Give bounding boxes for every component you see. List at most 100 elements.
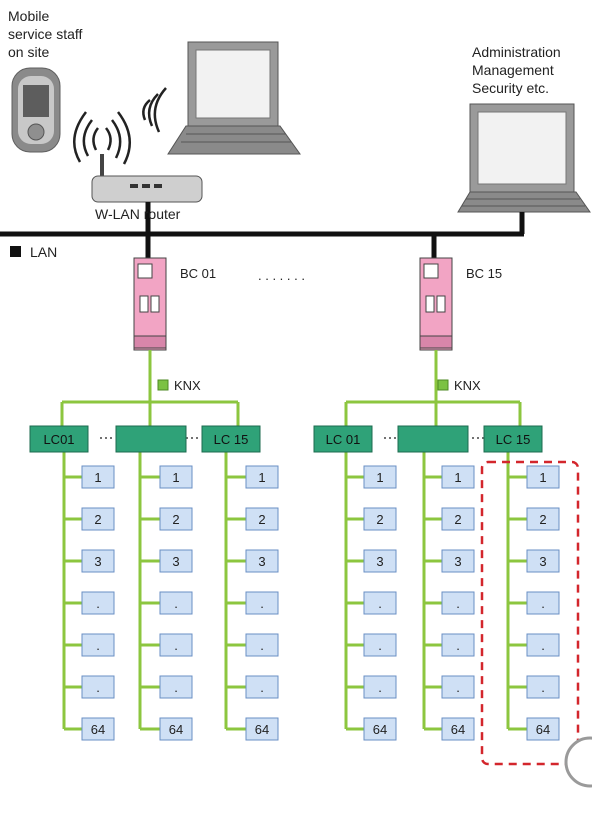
- device-node: 64: [363, 717, 397, 741]
- device-node: 2: [363, 507, 397, 531]
- device-label: 1: [539, 470, 546, 485]
- mobile-label-line-2: service staff: [8, 26, 83, 42]
- bus-coupler-15: [419, 257, 453, 351]
- bc-01-label: BC 01: [180, 266, 217, 281]
- device-label: .: [378, 596, 382, 611]
- device-columns: 1 2 3... 64 1 2 3... 64 1 2 3... 64 1 2 3... 64 1 2 3... 64…: [81, 465, 560, 741]
- device-label: .: [174, 638, 178, 653]
- line-controller-label: LC 15: [214, 432, 249, 447]
- line-controller-2: [115, 425, 187, 453]
- device-label: 1: [454, 470, 461, 485]
- knx-label-left: KNX: [174, 378, 201, 393]
- device-node: .: [81, 675, 115, 699]
- line-controller-5: [397, 425, 469, 453]
- wlan-router-icon: [91, 154, 203, 203]
- device-node: 2: [441, 507, 475, 531]
- bus-coupler-01: [133, 257, 167, 351]
- device-node: 3: [526, 549, 560, 573]
- device-node: 64: [81, 717, 115, 741]
- device-node: .: [526, 675, 560, 699]
- device-node: .: [363, 633, 397, 657]
- device-label: 2: [172, 512, 179, 527]
- device-label: .: [541, 596, 545, 611]
- device-node: .: [441, 675, 475, 699]
- mobile-label-line-1: Mobile: [8, 8, 50, 24]
- device-node: .: [159, 591, 193, 615]
- device-node: 1: [363, 465, 397, 489]
- device-label: 3: [258, 554, 265, 569]
- device-label: .: [260, 638, 264, 653]
- device-node: 64: [245, 717, 279, 741]
- device-label: 1: [376, 470, 383, 485]
- line-controller-4: LC 01: [313, 425, 373, 453]
- device-label: .: [456, 680, 460, 695]
- device-branch-lines: [62, 452, 527, 731]
- device-node: .: [526, 591, 560, 615]
- device-label: 1: [172, 470, 179, 485]
- knx-marker-icon: [157, 379, 169, 391]
- lan-marker-icon: [10, 246, 21, 257]
- device-label: .: [541, 680, 545, 695]
- line-controller-label: LC 01: [326, 432, 361, 447]
- device-label: 2: [94, 512, 101, 527]
- device-node: .: [159, 675, 193, 699]
- line-controller-label: LC 15: [496, 432, 531, 447]
- device-label: 2: [539, 512, 546, 527]
- device-node: .: [245, 633, 279, 657]
- admin-label-line-1: Administration: [472, 44, 561, 60]
- device-node: 64: [526, 717, 560, 741]
- device-label: 64: [373, 722, 387, 737]
- device-label: .: [541, 638, 545, 653]
- bc-15-label: BC 15: [466, 266, 503, 281]
- device-label: 3: [94, 554, 101, 569]
- device-label: 64: [451, 722, 465, 737]
- device-label: 64: [169, 722, 183, 737]
- device-node: .: [363, 591, 397, 615]
- device-node: .: [159, 633, 193, 657]
- bc-dots: . . . . . . .: [258, 268, 305, 283]
- device-label: .: [378, 638, 382, 653]
- lan-label: LAN: [30, 244, 58, 260]
- lan-network: [0, 202, 525, 260]
- device-label: .: [260, 596, 264, 611]
- device-node: 3: [441, 549, 475, 573]
- device-node: .: [526, 633, 560, 657]
- device-label: 1: [258, 470, 265, 485]
- device-node: 3: [81, 549, 115, 573]
- device-node: 64: [441, 717, 475, 741]
- device-label: .: [378, 680, 382, 695]
- mobile-phone-icon: [11, 67, 61, 153]
- line-controller-3: LC 15: [201, 425, 261, 453]
- knx-label-right: KNX: [454, 378, 481, 393]
- laptop-mobile-icon: [167, 41, 301, 155]
- router-label: W-LAN router: [95, 206, 181, 222]
- device-label: 3: [376, 554, 383, 569]
- device-label: .: [456, 596, 460, 611]
- device-node: 3: [159, 549, 193, 573]
- device-label: .: [260, 680, 264, 695]
- device-node: .: [81, 633, 115, 657]
- device-label: .: [174, 596, 178, 611]
- device-node: .: [363, 675, 397, 699]
- device-node: 1: [159, 465, 193, 489]
- device-node: 1: [245, 465, 279, 489]
- device-node: 1: [441, 465, 475, 489]
- device-node: .: [81, 591, 115, 615]
- device-label: .: [96, 638, 100, 653]
- device-node: .: [245, 675, 279, 699]
- device-label: .: [456, 638, 460, 653]
- admin-label-line-2: Management: [472, 62, 554, 78]
- device-label: 3: [454, 554, 461, 569]
- device-node: .: [441, 633, 475, 657]
- device-label: 64: [91, 722, 105, 737]
- device-node: .: [245, 591, 279, 615]
- line-controller-1: LC01: [29, 425, 89, 453]
- line-controllers: LC01 LC 15 LC 01 LC 15: [29, 425, 543, 453]
- device-label: 3: [539, 554, 546, 569]
- device-node: 1: [81, 465, 115, 489]
- device-node: 2: [159, 507, 193, 531]
- device-node: 64: [159, 717, 193, 741]
- device-label: .: [174, 680, 178, 695]
- device-node: 3: [245, 549, 279, 573]
